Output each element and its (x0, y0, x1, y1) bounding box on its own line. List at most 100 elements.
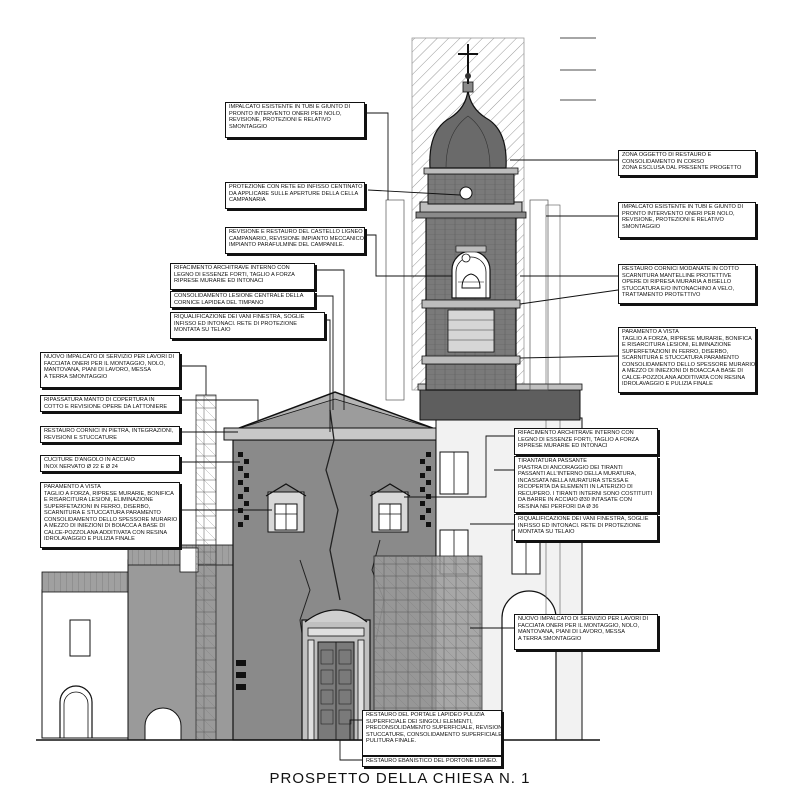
note-line: DA APPLICARE SULLE APERTURE DELLA CELLA (229, 190, 359, 197)
note-line: RESTAURO CORNICI MODANATE IN COTTO (622, 266, 739, 272)
note-new-scaffold-right: NUOVO IMPALCATO DI SERVIZIO PER LAVORI D… (514, 614, 658, 650)
note-line: REVISIONE E RESTAURO DEL CASTELLO LIGNEO (229, 229, 363, 235)
note-line: INOX NERVATO Ø 22 E Ø 24 (44, 463, 118, 470)
note-line: PRONTO INTERVENTO ONERI PER NOLO, (229, 110, 342, 117)
note-line: PROTEZIONE CON RETE ED INFISSO CENTINATO (229, 184, 363, 190)
note-line: PRONTO INTERVENTO ONERI PER NOLO, (622, 210, 735, 217)
note-line: STUCCATURA E/O INTONACHINO A VELO, (622, 285, 734, 292)
note-line: PRECONSOLIDAMENTO SUPERFICIALE, REVISION… (366, 725, 502, 731)
note-line: RIPASSATURA MANTO DI COPERTURA IN (44, 397, 155, 403)
note-line: SUPERFETAZIONI IN FERRO, DISERBO, (44, 503, 151, 510)
note-line: A MEZZO DI INIEZIONI DI BOIACCA A BASE D… (44, 523, 165, 529)
note-line: TAGLIO A FORZA, RIPRESE MURARIE, BONIFIC… (44, 490, 174, 497)
note-line: TAGLIO A FORZA, RIPRESE MURARIE, BONIFIC… (622, 335, 752, 342)
note-line: LEGNO DI ESSENZE FORTI, TAGLIO A FORZA (518, 436, 639, 443)
note-line: MONTATA SU TELAIO (518, 529, 575, 535)
note-line: RECUPERO. I TIRANTI INTERNI SONO COSTITU… (518, 490, 653, 497)
note-window-requalification-right: RIQUALIFICAZIONE DEI VANI FINESTRA, SOGL… (514, 514, 658, 541)
note-line: RIQUALIFICAZIONE DEI VANI FINESTRA, SOGL… (518, 516, 649, 522)
note-stone-cornices: RESTAURO CORNICI IN PIETRA, INTEGRAZIONI… (40, 426, 180, 443)
note-line: STUCCATURE, CONSOLIDAMENTO SUPERFICIALE (366, 731, 502, 738)
note-line: DA BARRE IN ACCIAIO Ø30 INTASATE CON (518, 497, 632, 503)
note-line: CONSOLIDAMENTO DELLO SPESSORE MURARIO (44, 516, 178, 523)
note-line: INFISSO ED INTONACI. RETE DI PROTEZIONE (174, 320, 297, 327)
note-line: MANTOVANA, PIANI DI LAVORO, MESSA (518, 629, 625, 635)
note-line: SCARNITURA E STUCCATURA PARAMENTO (622, 355, 739, 361)
note-line: IDROLAVAGGIO E PULIZIA FINALE (622, 381, 713, 387)
note-belfry-protection: PROTEZIONE CON RETE ED INFISSO CENTINATO… (225, 182, 365, 209)
note-line: IMPIANTO PARAFULMINE DEL CAMPANILE. (229, 242, 345, 248)
bell-tower (415, 44, 583, 421)
note-line: PULITURA FINALE. (366, 738, 417, 744)
note-line: PARAMENTO A VISTA (622, 329, 679, 335)
note-line: PARAMENTO A VISTA (44, 484, 101, 490)
note-line: NUOVO IMPALCATO DI SERVIZIO PER LAVORI D… (518, 616, 649, 622)
note-line: INFISSO ED INTONACI. RETE DI PROTEZIONE (518, 522, 641, 529)
note-line: A TERRA SMONTAGGIO (44, 373, 108, 380)
note-line: RIFACIMENTO ARCHITRAVE INTERNO CON (518, 430, 634, 436)
note-line: CONSOLIDAMENTO IN CORSO (622, 158, 705, 165)
note-line: ZONA OGGETTO DI RESTAURO E (622, 152, 712, 158)
left-building (41, 571, 131, 739)
note-line: SUPERFICIALE DEI SINGOLI ELEMENTI, (366, 718, 473, 725)
note-line: A TERRA SMONTAGGIO (518, 635, 582, 642)
note-line: RIQUALIFICAZIONE DEI VANI FINESTRA, SOGL… (174, 314, 305, 320)
note-line: CALCE-POZZOLANA ADDITIVATA CON RESINA (622, 374, 746, 381)
note-line: E RISARCITURA LESIONI, ELIMINAZIONE (44, 497, 154, 503)
note-line: NUOVO IMPALCATO DI SERVIZIO PER LAVORI D… (44, 354, 175, 360)
note-line: CALCE-POZZOLANA ADDITIVATA CON RESINA (44, 529, 168, 536)
note-line: IDROLAVAGGIO E PULIZIA FINALE (44, 536, 135, 542)
note-line: CAMPANARIA (229, 197, 266, 203)
leader-lines (180, 112, 619, 761)
note-line: TRATTAMENTO PROTETTIVO (622, 292, 701, 298)
level-marks (560, 37, 596, 101)
note-line: COTTO E REVISIONE OPERE DA LATTONIERE (44, 403, 168, 410)
church-facade (223, 391, 449, 741)
note-line: TIRANTATURA PASSANTE (518, 458, 587, 464)
mid-left-building (127, 544, 237, 741)
note-line: MONTATA SU TELAIO (174, 327, 231, 333)
note-line: RESINA NEI PERFORI DA Ø 36 (518, 503, 599, 510)
note-line: INCASSATA NELLA MURATURA STESSA E (518, 477, 629, 484)
note-line: CUCITURE D'ANGOLO IN ACCIAIO (44, 457, 135, 463)
note-line: CORNICE LAPIDEA DEL TIMPANO (174, 299, 264, 306)
scaffold-left (195, 394, 217, 741)
note-window-requalification-left: RIQUALIFICAZIONE DEI VANI FINESTRA, SOGL… (170, 312, 325, 339)
note-line: REVISIONI E STUCCATURE (44, 434, 117, 441)
note-line: RESTAURO DEL PORTALE LAPIDEO PULIZIA (366, 712, 485, 718)
note-line: IMPALCATO ESISTENTE IN TUBI E GIUNTO DI (622, 204, 744, 210)
note-line: REVISIONE, PROTEZIONI E RELATIVO (229, 117, 331, 123)
note-line: RIPRESE MURARIE ED INTONACI (518, 443, 608, 449)
stone-portal (301, 609, 371, 741)
note-line: SMONTAGGIO (229, 123, 268, 130)
note-bell-frame-restoration: REVISIONE E RESTAURO DEL CASTELLO LIGNEO… (225, 227, 365, 254)
note-line: RICOPERTA DA ELEMENTI IN LATERIZIO DI (518, 484, 633, 490)
note-line: CONSOLIDAMENTO LESIONE CENTRALE DELLA (174, 293, 304, 299)
note-line: IMPALCATO ESISTENTE IN TUBI E GIUNTO DI (229, 104, 351, 110)
note-new-scaffold-left: NUOVO IMPALCATO DI SERVIZIO PER LAVORI D… (40, 352, 180, 388)
note-line: FACCIATA ONERI PER IL MONTAGGIO, NOLO, (44, 360, 166, 367)
note-line: OPERE DI RIPRESA MURARIA A BISELLO (622, 279, 732, 285)
note-line: PASSANTI ALL'INTERNO DELLA MURATURA, (518, 471, 637, 477)
note-wooden-door: RESTAURO EBANISTICO DEL PORTONE LIGNEO. (362, 756, 502, 767)
scaffold-tower-left (385, 199, 405, 401)
drawing-title: PROSPETTO DELLA CHIESA N. 1 (269, 770, 531, 787)
note-line: E RISARCITURA LESIONI, ELIMINAZIONE (622, 342, 732, 348)
note-line: SCARNITURA E STUCCATURA PARAMENTO (44, 510, 161, 516)
note-line: RIPRESE MURARIE ED INTONACI (174, 278, 264, 284)
